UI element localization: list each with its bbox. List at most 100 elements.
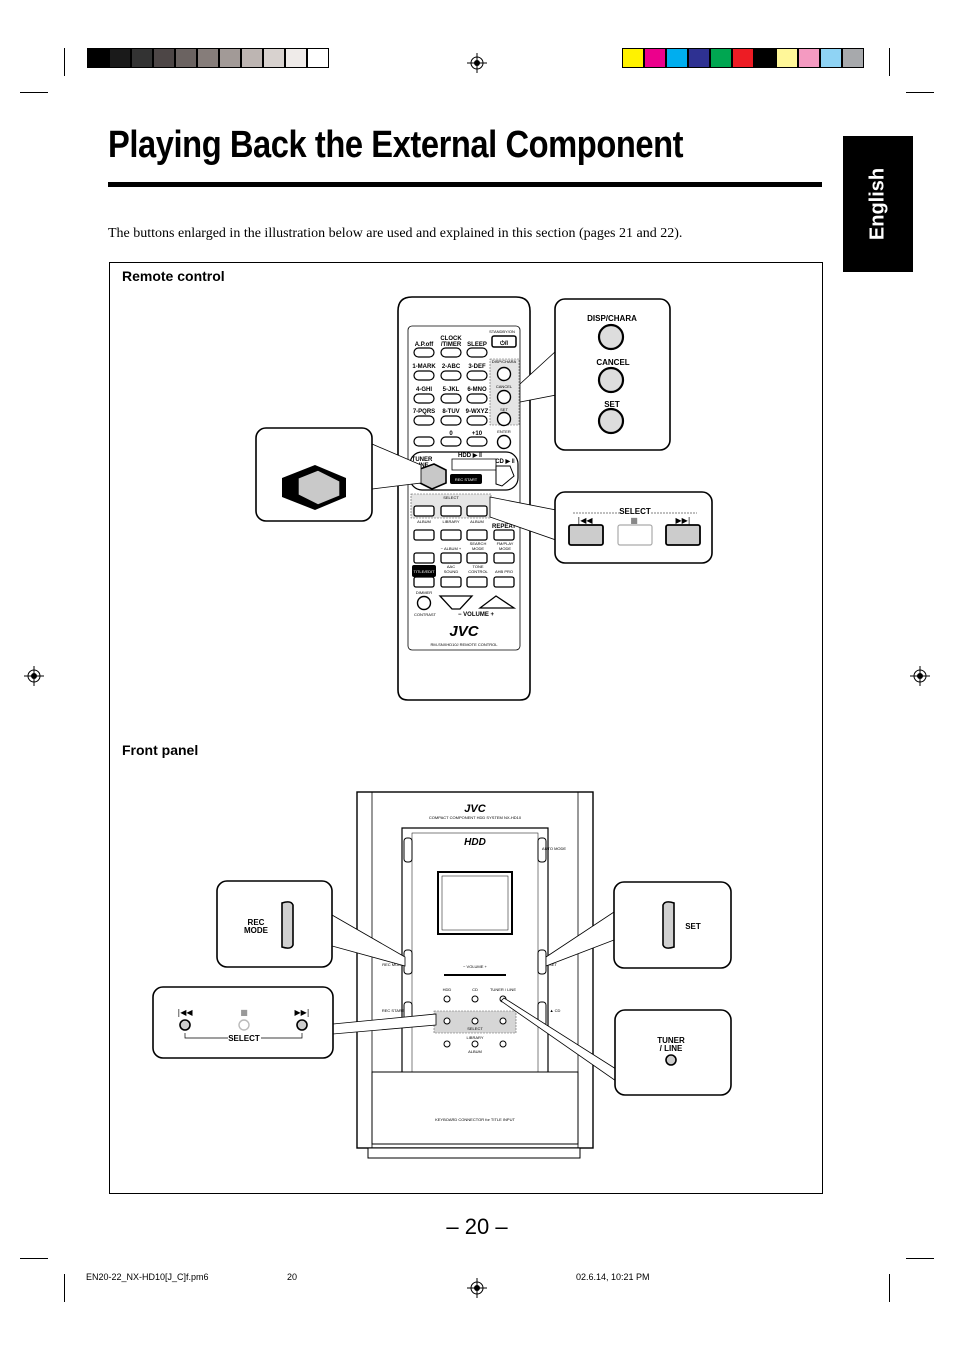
color-swatch [710, 48, 732, 68]
unit-stop-button[interactable] [471, 1017, 479, 1025]
callout-front-next-button[interactable] [296, 1019, 308, 1031]
unit-library-button[interactable] [471, 1040, 479, 1048]
disp-chara-button[interactable] [496, 366, 512, 382]
unit-next-button[interactable] [499, 1017, 507, 1025]
cancel-button[interactable] [496, 389, 512, 405]
callout-cancel-button[interactable] [597, 366, 625, 394]
unit-cd-button[interactable] [471, 995, 479, 1003]
color-swatch [798, 48, 820, 68]
tone-control-button[interactable] [466, 576, 488, 588]
prev-button[interactable] [413, 505, 435, 517]
unit-album-left-button[interactable] [443, 1040, 451, 1048]
unit-prev-button[interactable] [443, 1017, 451, 1025]
title-edit-button[interactable] [412, 565, 436, 577]
key-3-button[interactable] [466, 370, 488, 381]
callout-front-prev-button[interactable] [179, 1019, 191, 1031]
volume-down-button[interactable] [438, 595, 474, 610]
plus10-button[interactable] [466, 436, 488, 447]
album-plus-button[interactable] [440, 552, 462, 564]
title-rule [108, 182, 822, 187]
unit-keyboard-label: KEYBOARD CONNECTOR for TITLE INPUT [435, 1117, 515, 1122]
search-mode-button[interactable] [466, 552, 488, 564]
key-8-label: 8-TUV [442, 409, 459, 415]
registration-mark-icon [467, 53, 487, 73]
volume-up-button[interactable] [478, 595, 517, 609]
key-2-button[interactable] [440, 370, 462, 381]
unit-album-label: ALBUM [468, 1049, 482, 1054]
callout-front-tuner-button[interactable] [665, 1054, 677, 1066]
key-8-button[interactable] [440, 415, 462, 426]
timer-label: /TIMER [441, 342, 462, 348]
ahb-pro-button[interactable] [493, 576, 515, 588]
stop-button[interactable] [440, 505, 462, 517]
key-6-button[interactable] [466, 393, 488, 404]
tuner-line-callout-button[interactable] [297, 469, 341, 506]
callout-set-button[interactable] [597, 407, 625, 435]
fm-mode-label: MODE [499, 546, 511, 551]
hdd-label: HDD ▶ ‖ [458, 452, 482, 459]
set-button[interactable] [496, 411, 512, 427]
key-0-button[interactable] [440, 436, 462, 447]
dimmer-button[interactable] [416, 595, 432, 611]
callout-disp-chara-button[interactable] [597, 323, 625, 351]
rec-start-label: REC START [455, 477, 478, 482]
next-button[interactable] [466, 505, 488, 517]
title-edit-key[interactable] [413, 576, 435, 588]
callout-disp-chara-label: DISP/CHARA [587, 314, 637, 323]
library-button[interactable] [440, 529, 462, 541]
key-5-button[interactable] [440, 393, 462, 404]
callout-set-front-button[interactable] [662, 901, 675, 949]
repeat-button[interactable] [493, 529, 515, 541]
standby-button[interactable] [491, 335, 517, 348]
key-9-button[interactable] [466, 415, 488, 426]
gray-swatch [219, 48, 241, 68]
callout-rec-mode-button[interactable] [281, 901, 294, 949]
ap-off-button[interactable] [413, 347, 435, 358]
select-small-label: SELECT [443, 495, 459, 500]
cd-button[interactable] [495, 465, 515, 487]
aac-sound-button[interactable] [440, 576, 462, 588]
unit-cd-eject-label: ▲ CD [550, 1008, 561, 1013]
unit-hdd-button[interactable] [443, 995, 451, 1003]
cancel-small-label: CANCEL [496, 384, 513, 389]
library-label: LIBRARY [442, 519, 459, 524]
album-left-button[interactable] [413, 529, 435, 541]
gray-swatch [175, 48, 197, 68]
clock-timer-button[interactable] [440, 347, 462, 358]
key-4-button[interactable] [413, 393, 435, 404]
callout-prev-button[interactable] [568, 524, 604, 546]
ap-off-label: A.P.off [415, 342, 435, 348]
key-star-button[interactable] [413, 436, 435, 447]
crop-mark [64, 1274, 65, 1302]
callout-front-stop-button[interactable] [238, 1019, 250, 1031]
repeat-label: REPEAT [492, 524, 516, 530]
sleep-button[interactable] [466, 347, 488, 358]
callout-mode-label: MODE [244, 926, 269, 935]
registration-mark-icon [467, 1278, 487, 1298]
callout-next-button[interactable] [665, 524, 701, 546]
key-1-button[interactable] [413, 370, 435, 381]
callout-stop-button[interactable] [617, 524, 653, 546]
cd-label: CD ▶ ‖ [495, 458, 515, 465]
gray-swatch [285, 48, 307, 68]
enter-button[interactable] [496, 434, 512, 450]
tuner-line-button[interactable] [419, 463, 447, 490]
standby-label: STANDBY/ON [489, 329, 515, 334]
footer-filename: EN20-22_NX-HD10[J_C]f.pm6 [86, 1272, 209, 1282]
set-small-label: SET [500, 407, 508, 412]
gray-swatch [307, 48, 329, 68]
disp-chara-small-label: DISP/CHARA [492, 359, 517, 364]
album-minus-button[interactable] [413, 552, 435, 564]
key-7-button[interactable] [413, 415, 435, 426]
hdd-button[interactable] [451, 458, 497, 471]
dimmer-label: DIMMER [416, 590, 432, 595]
album-right-button[interactable] [466, 529, 488, 541]
fm-play-mode-button[interactable] [493, 552, 515, 564]
crop-mark [64, 48, 65, 76]
unit-album-right-button[interactable] [499, 1040, 507, 1048]
rec-start-button[interactable] [450, 474, 482, 484]
rec-mode-callout [216, 880, 333, 968]
volume-label: − VOLUME + [458, 612, 495, 618]
crop-mark [906, 92, 934, 93]
gray-swatch [197, 48, 219, 68]
